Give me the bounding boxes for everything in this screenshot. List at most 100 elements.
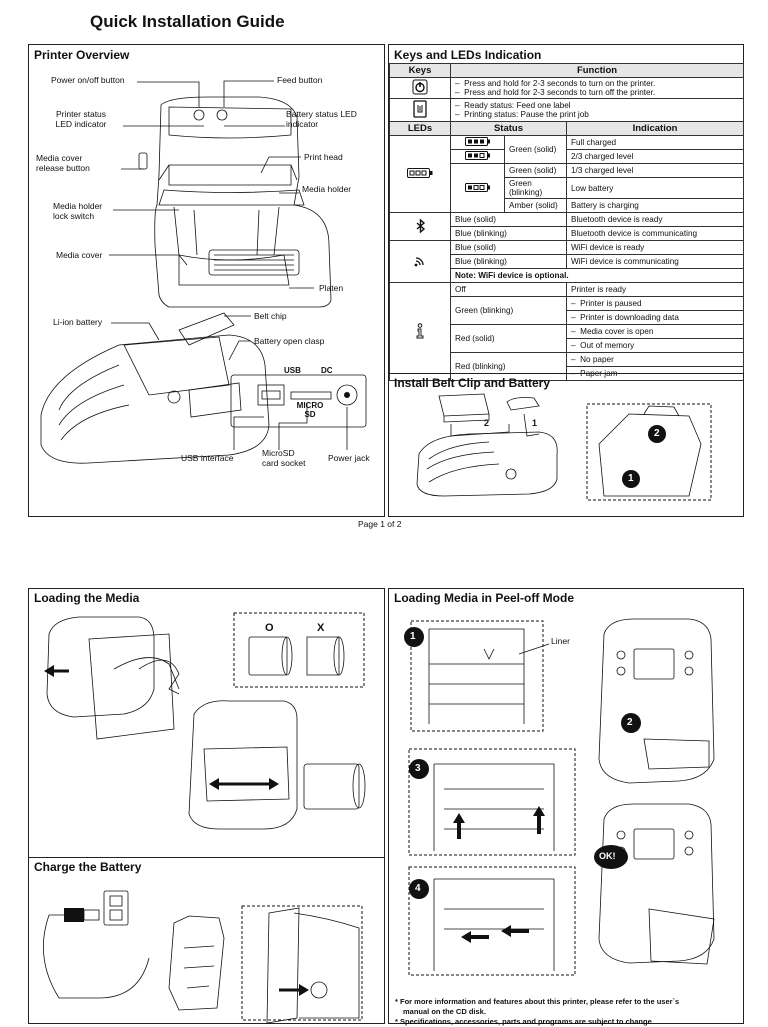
status-cover-open-text: Media cover is open xyxy=(580,327,654,336)
battery-indication-one-third: 1/3 charged level xyxy=(565,163,745,178)
battery-indication-low: Low battery xyxy=(565,177,745,199)
footnote-line-2: manual on the CD disk. xyxy=(403,1007,486,1016)
peel-ok-badge: OK! xyxy=(599,851,616,861)
battery-status-green-solid: Green (solid) xyxy=(504,135,567,164)
label-media-cover: Media cover xyxy=(56,250,103,260)
header-leds: LEDs xyxy=(389,121,451,136)
printer-overview-title: Printer Overview xyxy=(34,48,130,62)
feed-key-desc-2: – Printing status: Pause the print job xyxy=(455,110,739,119)
header-function: Function xyxy=(449,63,745,78)
label-belt-chip: Belt chip xyxy=(254,311,287,321)
label-holder-lock-line1: Media holder xyxy=(53,201,103,211)
power-key-icon xyxy=(389,77,451,99)
wifi-note: Note: WiFi device is optional. xyxy=(449,268,745,283)
battery-indication-charging: Battery is charging xyxy=(565,198,745,213)
status-off: Off xyxy=(450,282,567,297)
footnote-line-1: * For more information and features abou… xyxy=(395,997,680,1006)
dash-mark: – xyxy=(571,355,576,364)
media-bad-mark: X xyxy=(317,622,325,634)
loading-media-panel: Loading the Media O X xyxy=(28,588,385,858)
peel-footnote: * For more information and features abou… xyxy=(395,997,735,1027)
feed-key-desc-1: – Ready status: Feed one label xyxy=(455,101,739,110)
port-usb-text: USB xyxy=(284,366,301,375)
charge-battery-diagram xyxy=(43,890,363,1024)
wifi-status-blinking: Blue (blinking) xyxy=(450,254,567,269)
feed-key-desc-2-text: Printing status: Pause the print job xyxy=(464,110,589,119)
label-media-release-line2: release button xyxy=(36,163,90,173)
power-key-desc-2-text: Press and hold for 2-3 seconds to turn o… xyxy=(464,88,656,97)
dash-mark: – xyxy=(455,79,460,88)
label-microsd-line1: MicroSD xyxy=(262,448,295,458)
port-dc-text: DC xyxy=(321,366,333,375)
status-paused-text: Printer is paused xyxy=(580,299,642,308)
battery-indication-full: Full charged xyxy=(565,135,745,150)
label-battery-clasp: Battery open clasp xyxy=(254,336,325,346)
peel-step-2: 2 xyxy=(627,717,633,728)
bluetooth-icon xyxy=(389,212,451,241)
keys-leds-panel: Keys and LEDs Indication Keys Function –… xyxy=(388,44,745,381)
feed-key-desc-1-text: Ready status: Feed one label xyxy=(464,101,571,110)
label-media-holder: Media holder xyxy=(302,184,352,194)
status-indication-memory: – Out of memory xyxy=(565,338,745,353)
belt-clip-panel: Install Belt Clip and Battery 2 1 2 1 xyxy=(388,373,744,517)
status-indication-ready: Printer is ready xyxy=(565,282,745,297)
loading-media-diagram xyxy=(44,612,366,830)
wifi-status-solid: Blue (solid) xyxy=(450,240,567,255)
status-green-blinking: Green (blinking) xyxy=(450,296,567,325)
status-memory-text: Out of memory xyxy=(580,341,635,350)
label-printer-status-line1: Printer status xyxy=(55,109,107,119)
peel-off-panel: Loading Media in Peel-off Mode 1 2 3 4 O… xyxy=(388,588,744,1027)
label-printer-status-led: Printer status LED indicator xyxy=(41,109,121,129)
battery-low-icon xyxy=(450,163,505,213)
footnote-line-3: * Specifications, accessories, parts and… xyxy=(395,1017,652,1026)
label-media-release-line1: Media cover xyxy=(36,153,83,163)
belt-callout-1: 1 xyxy=(628,473,634,484)
label-battery-led-line2: indicator xyxy=(286,119,319,129)
printer-diagram xyxy=(40,80,367,464)
status-indication-no-paper: – No paper xyxy=(565,352,745,367)
label-liner: Liner xyxy=(551,636,570,646)
battery-led-icon xyxy=(389,135,451,213)
feed-key-function: – Ready status: Feed one label – Printin… xyxy=(449,98,745,122)
status-downloading-text: Printer is downloading data xyxy=(580,313,679,322)
port-microsd-text: MICRO SD xyxy=(289,401,331,419)
label-holder-lock: Media holder lock switch xyxy=(53,201,102,221)
dash-mark: – xyxy=(571,313,576,322)
battery-two-thirds-icon xyxy=(450,149,505,164)
label-printer-status-line2: LED indicator xyxy=(55,119,107,129)
status-indication-cover-open: – Media cover is open xyxy=(565,324,745,339)
bluetooth-status-blinking: Blue (blinking) xyxy=(450,226,567,241)
belt-step-1: 1 xyxy=(532,418,538,428)
dash-mark: – xyxy=(455,110,460,119)
label-holder-lock-line2: lock switch xyxy=(53,211,95,221)
header-keys: Keys xyxy=(389,63,451,78)
label-microsd: MicroSD card socket xyxy=(262,448,305,468)
belt-callout-2: 2 xyxy=(654,428,660,439)
battery-indication-two-thirds: 2/3 charged level xyxy=(565,149,745,164)
power-key-function: – Press and hold for 2-3 seconds to turn… xyxy=(449,77,745,99)
belt-clip-diagram xyxy=(416,393,712,501)
port-micro-line: MICRO xyxy=(296,401,324,410)
label-power-button: Power on/off button xyxy=(51,75,125,85)
peel-off-diagram xyxy=(404,618,715,976)
peel-step-4: 4 xyxy=(415,883,421,894)
label-battery-led-line1: Battery status LED xyxy=(286,109,357,119)
media-ok-mark: O xyxy=(265,622,274,634)
dash-mark: – xyxy=(571,327,576,336)
label-power-jack: Power jack xyxy=(328,453,370,463)
header-indication: Indication xyxy=(565,121,745,136)
label-battery-led: Battery status LED indicator xyxy=(286,109,357,129)
dash-mark: – xyxy=(455,101,460,110)
keys-leds-title: Keys and LEDs Indication xyxy=(394,48,542,62)
battery-status-green-solid-2: Green (solid) xyxy=(504,163,567,178)
keys-leds-table: Keys Function – Press and hold for 2-3 s… xyxy=(389,63,745,381)
peel-off-title: Loading Media in Peel-off Mode xyxy=(394,591,574,605)
feed-key-icon xyxy=(389,98,451,122)
dash-mark: – xyxy=(571,299,576,308)
status-red-solid: Red (solid) xyxy=(450,324,567,353)
wifi-icon xyxy=(389,240,451,283)
power-key-desc-1: – Press and hold for 2-3 seconds to turn… xyxy=(455,79,739,88)
printer-status-icon xyxy=(389,282,451,381)
document-title: Quick Installation Guide xyxy=(90,12,285,31)
label-feed-button: Feed button xyxy=(277,75,323,85)
